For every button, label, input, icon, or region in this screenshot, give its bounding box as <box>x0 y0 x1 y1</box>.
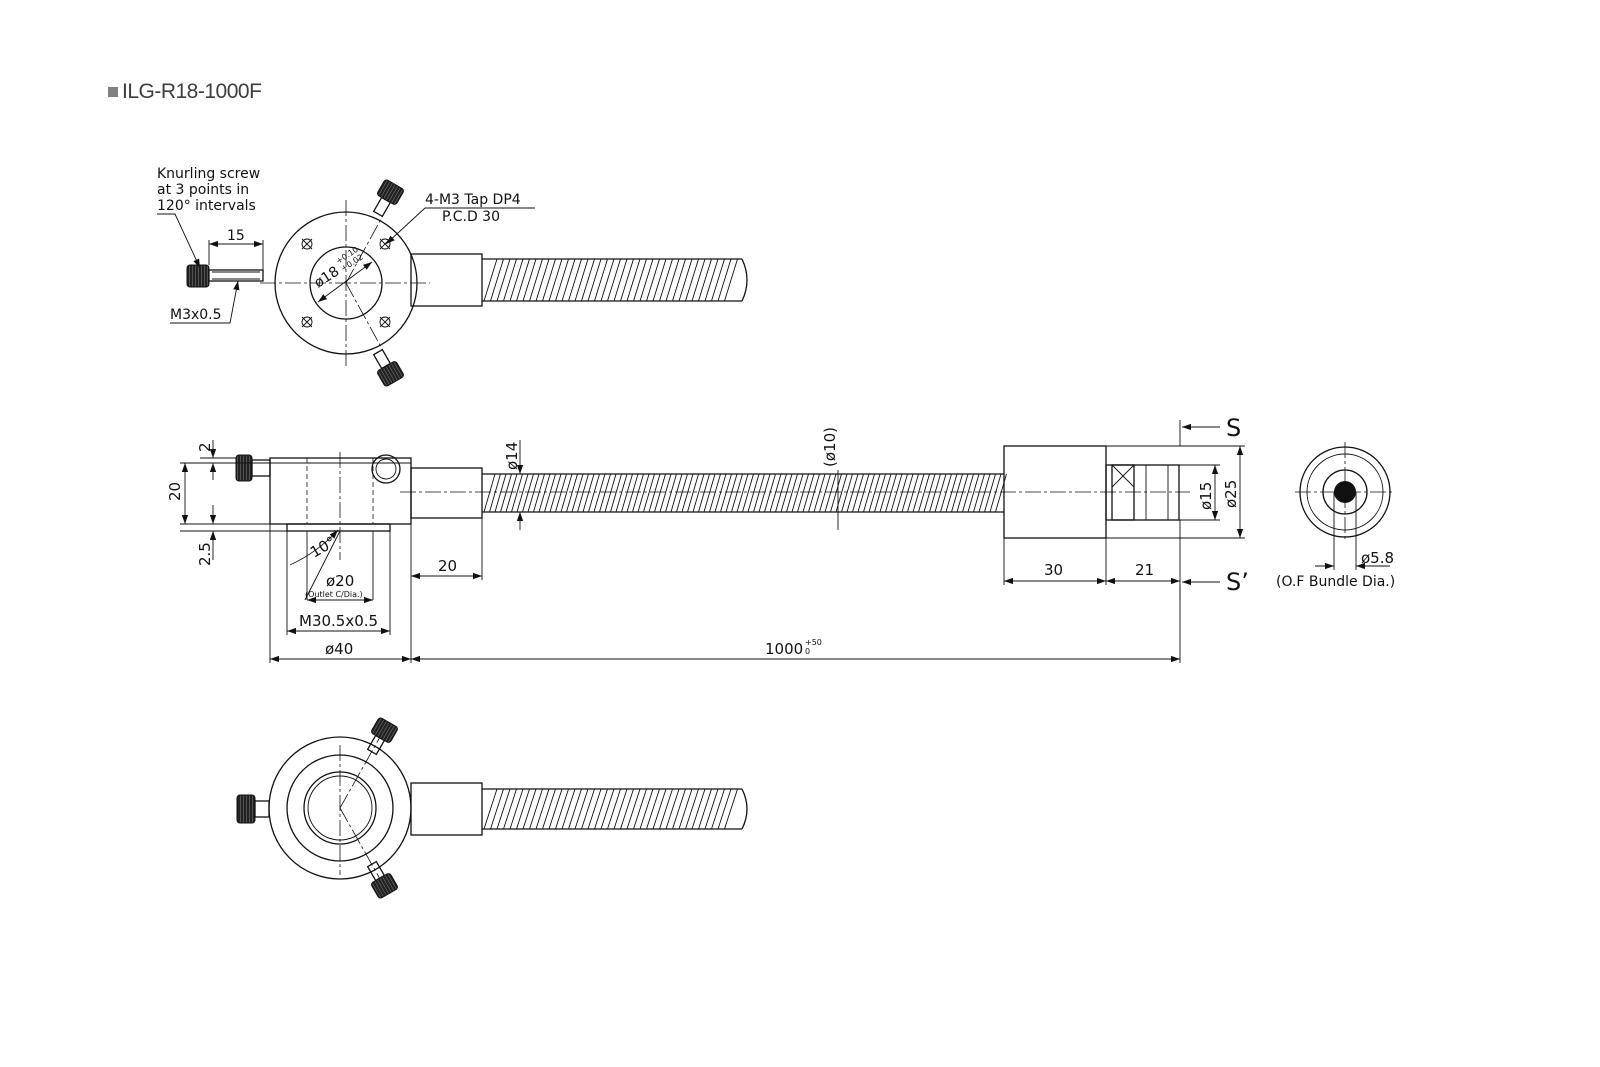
knurling-leader <box>157 213 201 269</box>
bottom-ferrule <box>410 782 483 836</box>
sleeve-dia-label: ø14 <box>503 442 521 470</box>
outlet-note: (Outlet C/Dia.) <box>305 590 363 599</box>
knurling-screw-icon <box>372 348 404 387</box>
loose-screw-icon <box>186 264 264 288</box>
title-bullet-icon <box>108 87 118 97</box>
bore-dim-label: ø18 +0.10 +0.02 <box>311 245 364 291</box>
side-thread <box>286 523 391 532</box>
bottom-view <box>236 717 748 899</box>
end-view: ø5.8 (O.F Bundle Dia.) <box>1276 442 1395 590</box>
section-bottom-label: S’ <box>1226 568 1249 596</box>
length-label: 1000 <box>765 640 803 658</box>
knurling-note-3: 120° intervals <box>157 198 256 214</box>
tap-leader <box>385 207 535 245</box>
end-dia-large-label: ø25 <box>1222 480 1240 508</box>
body-dia-label: ø40 <box>325 640 353 658</box>
side-cable-helix <box>483 473 1007 513</box>
top-view: ø18 +0.10 +0.02 15 Knurling screw <box>157 166 748 387</box>
ferrule-length-label: 20 <box>438 557 457 575</box>
outlet-dia-label: ø20 <box>326 572 354 590</box>
tap-note-2: P.C.D 30 <box>442 209 500 225</box>
top-ferrule <box>410 253 483 307</box>
bundle-note: (O.F Bundle Dia.) <box>1276 574 1395 590</box>
title-text: ILG-R18-1000F <box>122 80 262 103</box>
screw-length-label: 15 <box>227 228 245 244</box>
m3-label: M3x0.5 <box>170 307 222 323</box>
side-screw-round <box>371 454 401 484</box>
end-dia-small-label: ø15 <box>1197 482 1215 510</box>
angle-label: 10° <box>307 533 339 562</box>
side-cable <box>482 473 1004 513</box>
knurling-screw-icon <box>366 860 398 899</box>
bundle-dia-label: ø5.8 <box>1361 549 1394 567</box>
knurling-screw-icon <box>372 179 404 218</box>
angle-arc <box>289 529 339 566</box>
dim-2-label: 2 <box>196 442 214 452</box>
bore-dim-line <box>317 261 373 303</box>
tap-note-1: 4-M3 Tap DP4 <box>425 192 521 208</box>
knurling-screw-icon <box>366 717 398 756</box>
drawing-title: ILG-R18-1000F <box>108 80 262 104</box>
dim-2-5-label: 2.5 <box>196 542 214 566</box>
thread-label: M30.5x0.5 <box>299 612 378 630</box>
knurling-screw-icon <box>236 794 270 824</box>
side-ferrule <box>410 467 483 519</box>
m3-leader <box>170 280 240 324</box>
end-len-1-label: 30 <box>1044 561 1063 579</box>
end-len-2-label: 21 <box>1135 561 1154 579</box>
side-ring-body <box>269 457 412 525</box>
height-label: 20 <box>166 482 184 501</box>
knurling-note-2: at 3 points in <box>157 182 249 198</box>
top-cable-helix <box>483 258 738 302</box>
side-screw-icon <box>235 454 271 482</box>
length-tol-upper: +50 <box>805 638 822 647</box>
knurling-note-1: Knurling screw <box>157 166 260 182</box>
bottom-cable-helix <box>483 788 738 830</box>
section-top-label: S <box>1226 414 1241 442</box>
side-view: 20 2 2.5 10° ø20 (Outlet C/Dia.) M30.5x0… <box>166 414 1249 663</box>
length-tol-lower: 0 <box>805 647 810 656</box>
end-tip <box>1105 464 1180 521</box>
cable-dia-label: (ø10) <box>821 427 839 467</box>
